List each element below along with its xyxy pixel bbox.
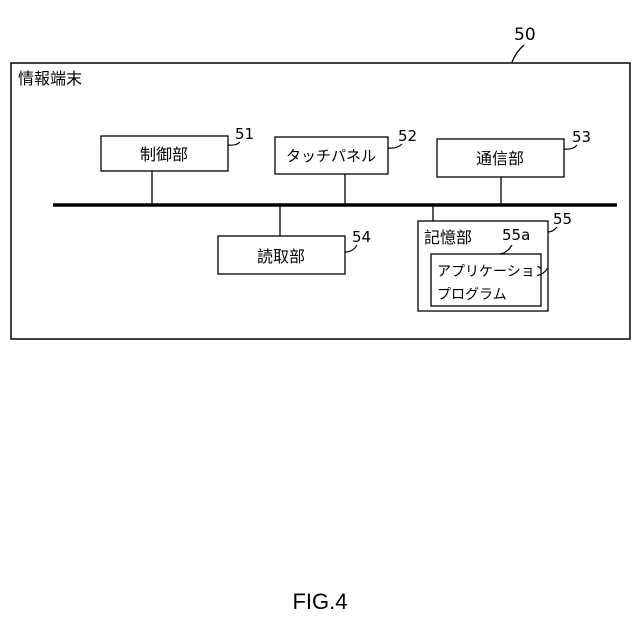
touch-panel-block: タッチパネル 52 <box>275 127 417 174</box>
reading-unit-label: 読取部 <box>257 247 305 266</box>
application-program-ref: 55a <box>502 226 530 244</box>
touch-panel-label: タッチパネル <box>286 147 376 165</box>
application-program-line1: アプリケーション <box>437 264 549 280</box>
storage-unit-block: 記憶部 55 アプリケーション プログラム 55a <box>418 210 572 311</box>
outer-ref-label: 50 <box>514 25 536 45</box>
touch-panel-ref: 52 <box>398 127 417 145</box>
outer-ref-leader <box>512 45 524 62</box>
communication-unit-label: 通信部 <box>476 149 524 168</box>
control-unit-block: 制御部 51 <box>101 125 254 171</box>
storage-unit-ref: 55 <box>553 210 572 228</box>
application-program-line2: プログラム <box>437 287 507 303</box>
control-unit-ref: 51 <box>235 125 254 143</box>
reading-unit-leader <box>345 245 357 252</box>
communication-unit-ref: 53 <box>572 128 591 146</box>
figure-label: FIG.4 <box>0 589 640 615</box>
storage-unit-label: 記憶部 <box>424 228 472 247</box>
reading-unit-ref: 54 <box>352 228 371 246</box>
terminal-title: 情報端末 <box>18 69 82 88</box>
communication-unit-block: 通信部 53 <box>437 128 591 177</box>
reading-unit-block: 読取部 54 <box>218 228 371 274</box>
control-unit-label: 制御部 <box>140 145 188 164</box>
